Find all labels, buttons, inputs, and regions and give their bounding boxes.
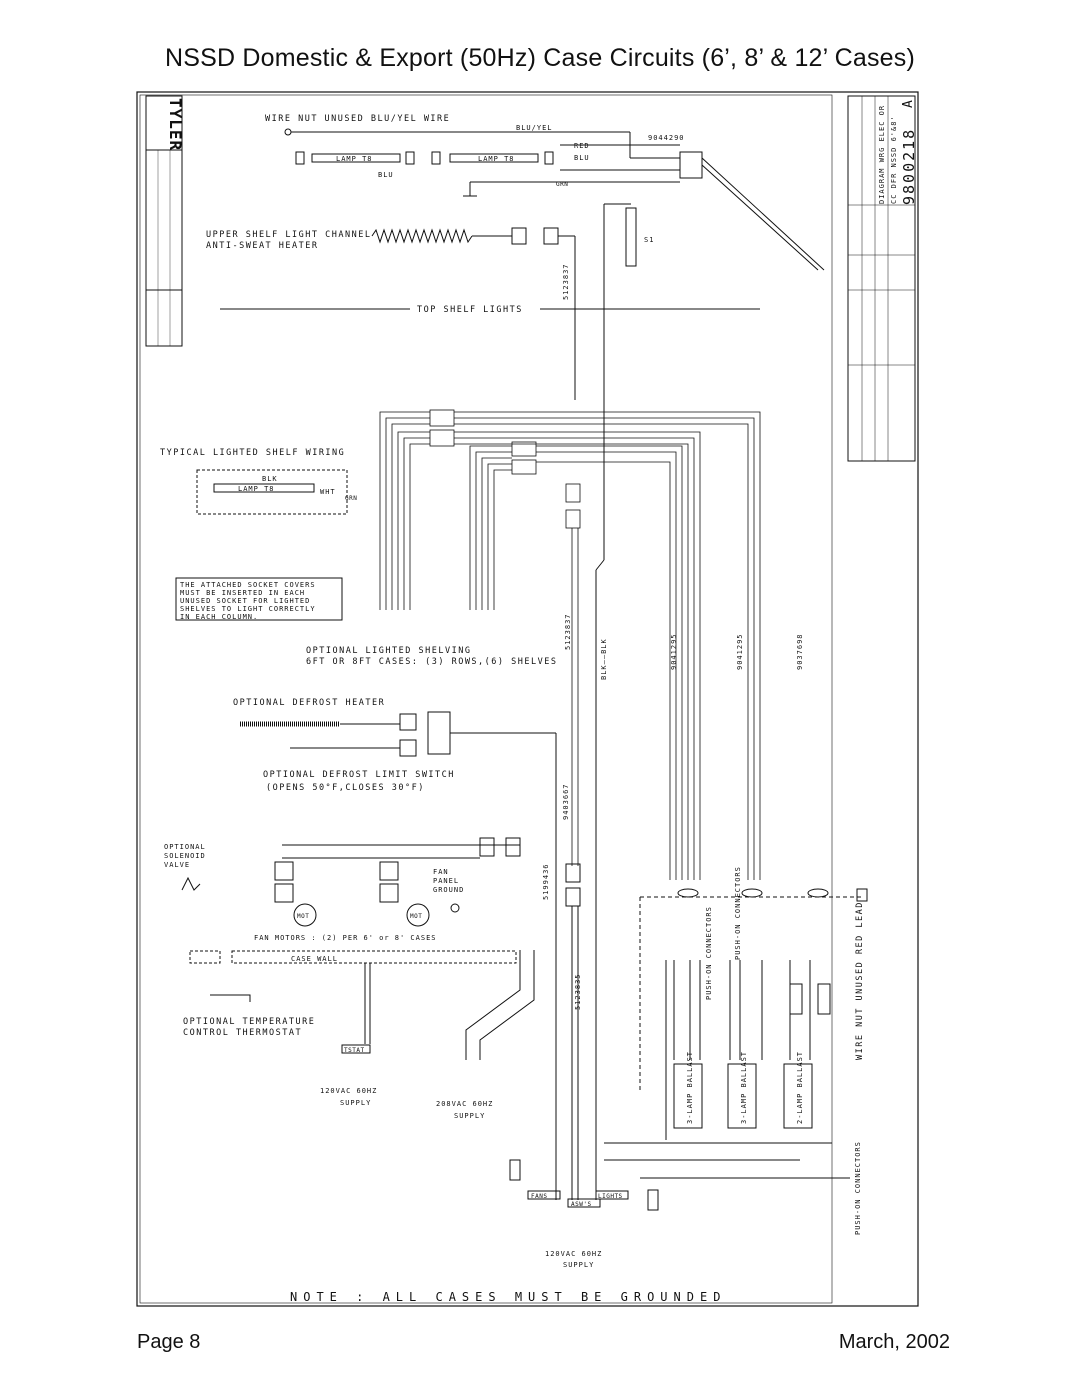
grounding-note: NOTE : ALL CASES MUST BE GROUNDED [290,1290,726,1304]
label-lamp-t8-a: LAMP T8 [336,155,373,163]
socket-note-line-3: UNUSED SOCKET FOR LIGHTED [180,597,310,605]
label-supply-c: SUPPLY [563,1261,594,1269]
label-typical-lighted: TYPICAL LIGHTED SHELF WIRING [160,448,345,458]
label-thermostat-1: OPTIONAL TEMPERATURE [183,1017,315,1027]
label-9037698: 9037698 [796,633,804,670]
label-wht: WHT [320,488,336,496]
label-solenoid-3: VALVE [164,861,190,869]
right-title-block: 9800218 A DIAGRAM WRG ELEC OR CC DFR NSS… [847,95,918,462]
label-208vac: 208VAC 60HZ [436,1100,493,1108]
label-fans: FANS [531,1193,547,1200]
label-asws: ASW'S [571,1201,592,1208]
drawing-inner-border [139,94,833,1304]
page-title: NSSD Domestic & Export (50Hz) Case Circu… [164,44,916,72]
label-blk: BLK [262,475,278,483]
label-tstat: TSTAT [344,1047,365,1054]
mot-label-1: MOT [297,913,309,920]
label-120vac-b: 120VAC 60HZ [545,1250,602,1258]
label-blk-blk: BLK——BLK [600,638,608,680]
label-lights: LIGHTS [598,1193,623,1200]
label-s1: S1 [644,236,654,244]
label-blu: BLU [574,154,590,162]
label-ballast-2: 2-LAMP BALLAST [796,1051,804,1124]
label-5123837-a: 5123837 [562,263,570,300]
label-blu-yel: BLU/YEL [516,124,553,132]
label-wire-nut: WIRE NUT UNUSED BLU/YEL WIRE [265,114,450,124]
label-thermostat-2: CONTROL THERMOSTAT [183,1028,302,1038]
label-case-wall: CASE WALL [291,955,338,963]
label-optional-shelving-2: 6FT OR 8FT CASES: (3) ROWS,(6) SHELVES [306,657,557,667]
socket-note-line-1: THE ATTACHED SOCKET COVERS [180,581,316,589]
socket-note-line-4: SHELVES TO LIGHT CORRECTLY [180,605,316,613]
page-date: March, 2002 [838,1331,950,1353]
label-blu-2: BLU [378,171,394,179]
label-5123837-b: 5123837 [564,613,572,650]
defrost-heater: OPTIONAL DEFROST HEATER OPTIONAL DEFROST… [233,698,556,793]
title-block-line-2: CC DFR NSSD 6'&8' [890,115,898,204]
label-push-on-b: PUSH-ON CONNECTORS [734,866,742,960]
label-9041295-b: 9041295 [736,633,744,670]
socket-note-line-2: MUST BE INSERTED IN EACH [180,589,305,597]
label-grn: GRN [556,181,568,188]
label-wire-nut-red: WIRE NUT UNUSED RED LEAD [855,901,865,1060]
typical-shelf-wiring: TYPICAL LIGHTED SHELF WIRING BLK LAMP T8… [160,448,357,515]
label-supply-a: SUPPLY [340,1099,371,1107]
label-lamp-t8-b: LAMP T8 [478,155,515,163]
label-push-on-a: PUSH-ON CONNECTORS [705,906,713,1000]
anti-sweat-heater: UPPER SHELF LIGHT CHANNEL ANTI-SWEAT HEA… [206,203,654,560]
label-upper-shelf-1: UPPER SHELF LIGHT CHANNEL [206,230,371,240]
label-top-shelf: TOP SHELF LIGHTS [417,305,523,315]
socket-note-box: THE ATTACHED SOCKET COVERS MUST BE INSER… [175,577,343,621]
label-fan-panel-3: GROUND [433,886,464,894]
title-block-line-1: DIAGRAM WRG ELEC OR [878,105,886,204]
label-defrost-limit-2: (OPENS 50°F,CLOSES 30°F) [266,783,425,793]
drawing-number: 9800218 [900,128,918,205]
drawing-border [136,91,919,1307]
mot-label-2: MOT [410,913,422,920]
label-ballast-3b: 3-LAMP BALLAST [740,1051,748,1124]
left-notes-block: TYLER [145,95,185,347]
label-5199436: 5199436 [542,863,550,900]
label-solenoid-2: SOLENOID [164,852,206,860]
label-ballast-3a: 3-LAMP BALLAST [686,1051,694,1124]
label-optional-shelving-1: OPTIONAL LIGHTED SHELVING [306,646,471,656]
label-upper-shelf-2: ANTI-SWEAT HEATER [206,241,319,251]
label-fan-panel-1: FAN [433,868,449,876]
label-grn-2: GRN [345,495,357,502]
supply-section: OPTIONAL TEMPERATURE CONTROL THERMOSTAT … [183,950,535,1120]
label-push-on-c: PUSH-ON CONNECTORS [854,1141,862,1235]
label-9041295-a: 9041295 [670,633,678,670]
label-9044290: 9044290 [648,134,685,142]
label-fan-panel-2: PANEL [433,877,459,885]
label-lamp-t8-c: LAMP T8 [238,485,275,493]
label-fan-motors: FAN MOTORS : (2) PER 6' or 8' CASES [254,934,437,942]
label-9403667: 9403667 [562,783,570,820]
label-defrost-heater: OPTIONAL DEFROST HEATER [233,698,385,708]
shelf-wiring-bus [379,409,761,880]
revision-letter: A [901,100,916,108]
socket-note-line-5: IN EACH COLUMN. [180,613,258,621]
label-supply-b: SUPPLY [454,1112,485,1120]
label-120vac-a: 120VAC 60HZ [320,1087,377,1095]
tyler-logo: TYLER [166,98,185,151]
label-defrost-limit-1: OPTIONAL DEFROST LIMIT SWITCH [263,770,455,780]
label-red: RED [574,142,590,150]
page-number: Page 8 [137,1331,201,1353]
ballast-section: 3-LAMP BALLAST 3-LAMP BALLAST 2-LAMP BAL… [509,559,868,1235]
fan-motors-section: OPTIONAL SOLENOID VALVE MOT MOT FAN PANE… [164,837,581,964]
bottom-supply-bus: FANS ASW'S LIGHTS 120VAC 60HZ SUPPLY [527,1190,629,1269]
label-solenoid-1: OPTIONAL [164,843,206,851]
top-lamp-circuit: WIRE NUT UNUSED BLU/YEL WIRE BLU/YEL 904… [265,114,825,271]
